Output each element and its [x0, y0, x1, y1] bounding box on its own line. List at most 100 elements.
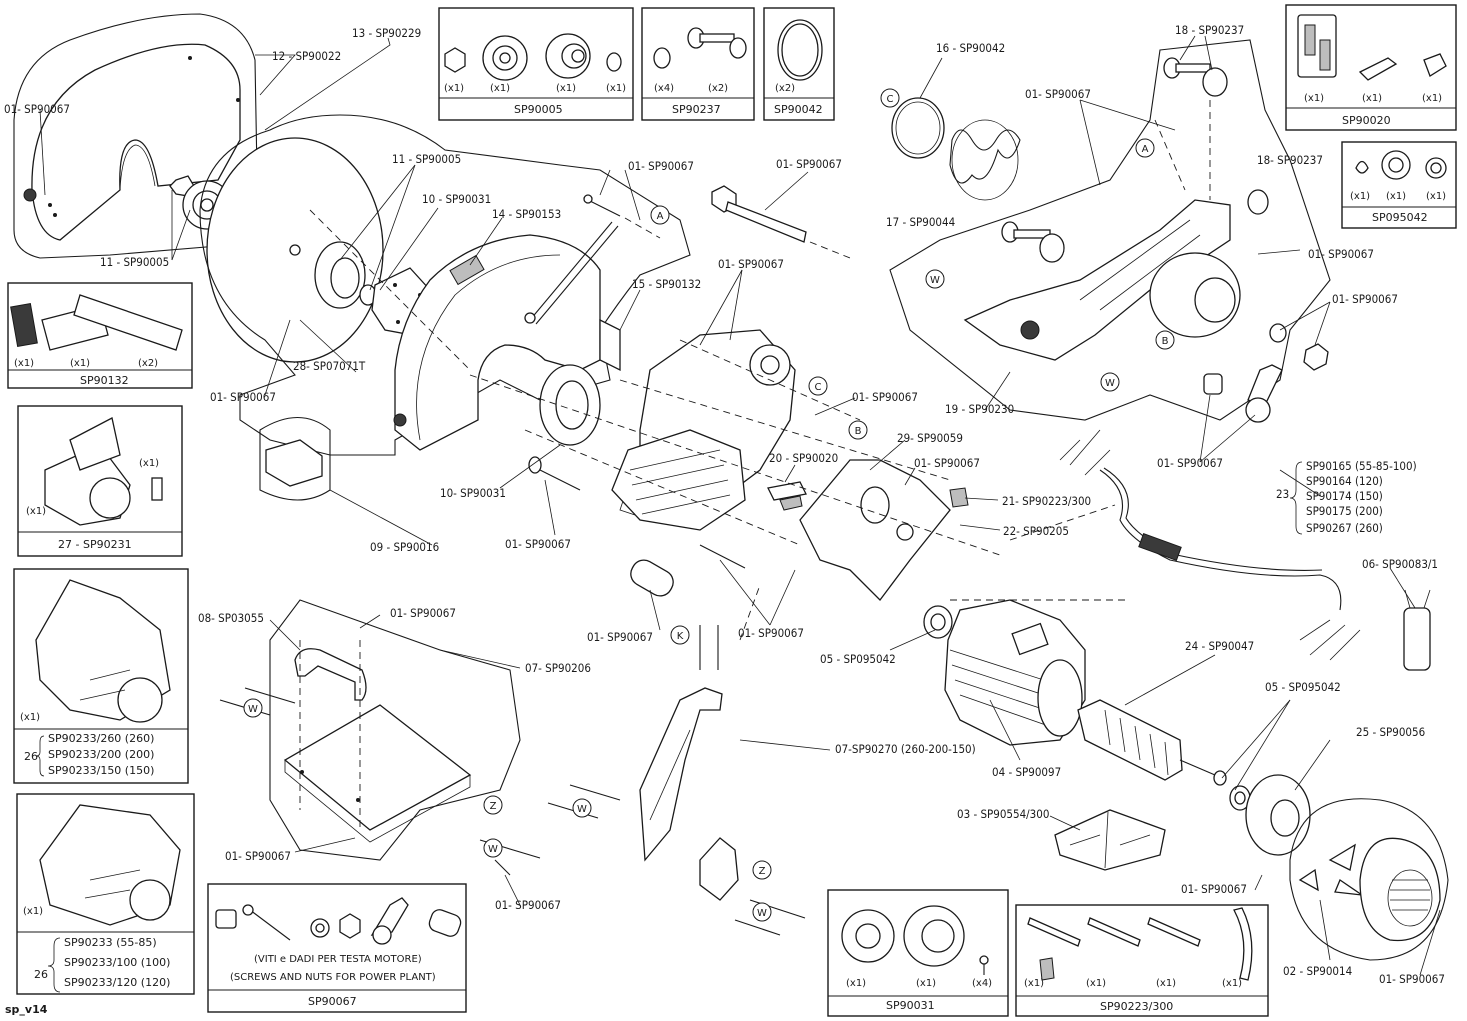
- flange-and-washer-11-10: [314, 241, 433, 336]
- label-07a: 07- SP90206: [525, 661, 591, 675]
- qty-label: (x1): [1024, 978, 1044, 989]
- label-05b: 05 - SP095042: [1265, 680, 1341, 694]
- kit-note-en: (SCREWS AND NUTS FOR POWER PLANT): [230, 972, 436, 983]
- leader-lines: [39, 35, 1441, 976]
- callout-labels: 01- SP90067 12 - SP90022 13 - SP90229 11…: [4, 23, 1445, 986]
- kit-note-it: (VITI e DADI PER TESTA MOTORE): [254, 954, 422, 965]
- page-label: sp_v14: [5, 1003, 48, 1016]
- svg-text:W: W: [248, 704, 258, 715]
- switch-20: [767, 481, 807, 511]
- circle-letter-W4: W: [483, 838, 503, 858]
- kit-box-sp90005: [438, 7, 634, 121]
- manual-03: [1054, 809, 1166, 871]
- label-01-right-nut: 01- SP90067: [1332, 292, 1398, 306]
- label-01-cover: 01- SP90067: [1379, 972, 1445, 986]
- motor-04: [944, 599, 1086, 746]
- circle-letter-K: K: [670, 625, 690, 645]
- rotor-24: [1077, 699, 1227, 786]
- label-21: 21- SP90223/300: [1002, 494, 1091, 508]
- svg-text:Z: Z: [490, 801, 497, 812]
- kit-code-sp90042: SP90042: [774, 103, 823, 116]
- qty-label: (x1): [20, 712, 40, 723]
- label-16: 16 - SP90042: [936, 41, 1005, 55]
- label-23-item: SP90175 (200): [1306, 504, 1383, 518]
- label-01-handle: 01- SP90067: [390, 606, 456, 620]
- label-23-item: SP90164 (120): [1306, 474, 1383, 488]
- circle-letter-B2: B: [1155, 330, 1175, 350]
- cover-plate-29: [799, 459, 951, 601]
- kit-line: SP90233/100 (100): [64, 956, 170, 969]
- blade-guard-12: [23, 43, 241, 241]
- kit-box-sp90233-small: [16, 793, 195, 995]
- kit-box-sp90132: [7, 282, 193, 389]
- qty-label: (x2): [708, 83, 728, 94]
- kit-box-sp90067: [207, 883, 467, 1013]
- svg-text:W: W: [930, 275, 940, 286]
- qty-label: (x1): [556, 83, 576, 94]
- label-03: 03 - SP90554/300: [957, 807, 1049, 821]
- label-23: 23: [1276, 487, 1289, 501]
- label-18a: 18 - SP90237: [1175, 23, 1244, 37]
- bearing-05-left: [923, 605, 953, 639]
- label-04: 04 - SP90097: [992, 765, 1061, 779]
- qty-label: (x1): [1350, 191, 1370, 202]
- qty-label: (x1): [1086, 978, 1106, 989]
- ring-16: [891, 97, 945, 159]
- label-01-right-mid: 01- SP90067: [1308, 247, 1374, 261]
- label-10a: 10 - SP90031: [422, 192, 491, 206]
- label-24: 24 - SP90047: [1185, 639, 1254, 653]
- qty-label: (x2): [138, 358, 158, 369]
- kit-box-sp90042: [763, 7, 835, 121]
- circle-letter-Z1: Z: [483, 795, 503, 815]
- circle-letter-A1: A: [650, 205, 670, 225]
- bracket-07b: [639, 687, 739, 901]
- label-15: 15 - SP90132: [632, 277, 701, 291]
- bracket-21: [949, 487, 969, 508]
- label-23-item: SP90174 (150): [1306, 489, 1383, 503]
- label-01-guard: 01- SP90067: [210, 390, 276, 404]
- qty-label: (x1): [490, 83, 510, 94]
- label-01-fan: 01- SP90067: [1181, 882, 1247, 896]
- bearing-ring-10: [539, 364, 601, 446]
- kit-num-26b: 26: [34, 968, 48, 981]
- blade-guard-body: [393, 234, 621, 451]
- kit-code-sp095042: SP095042: [1372, 211, 1428, 224]
- svg-text:A: A: [657, 211, 664, 222]
- qty-label: (x1): [70, 358, 90, 369]
- kit-box-sp90031: [827, 889, 1009, 1017]
- label-01-arrowA: 01- SP90067: [628, 159, 694, 173]
- arm-19: [963, 199, 1241, 361]
- spring-rod-14: [524, 221, 619, 325]
- kit-code-sp90223: SP90223/300: [1100, 1000, 1173, 1013]
- kit-code-sp90031: SP90031: [886, 999, 935, 1012]
- label-19: 19 - SP90230: [945, 402, 1014, 416]
- qty-label: (x2): [775, 83, 795, 94]
- bearing-05-right: [1229, 785, 1251, 811]
- label-01-rod: 01- SP90067: [776, 157, 842, 171]
- kit-box-sp90233-large: [13, 568, 189, 784]
- label-01-top-left: 01- SP90067: [4, 102, 70, 116]
- kit-code-sp90005: SP90005: [514, 103, 563, 116]
- svg-text:B: B: [1162, 336, 1169, 347]
- kit-line: SP90233/260 (260): [48, 732, 154, 745]
- svg-text:W: W: [1105, 378, 1115, 389]
- circle-letter-W1: W: [925, 269, 945, 289]
- label-12: 12 - SP90022: [272, 49, 341, 63]
- qty-label: (x1): [846, 978, 866, 989]
- kit-texts: (x1) (x1) (x1) (x1) SP90005 (x4) (x2) SP…: [14, 83, 1446, 1013]
- label-01-bolt: 01- SP90067: [505, 537, 571, 551]
- qty-label: (x1): [1386, 191, 1406, 202]
- label-22: 22- SP90205: [1003, 524, 1069, 538]
- circle-letter-C2: C: [808, 376, 828, 396]
- svg-text:C: C: [815, 382, 822, 393]
- qty-label: (x4): [654, 83, 674, 94]
- handle-08: [294, 648, 367, 701]
- label-23-variants: SP90165 (55-85-100) SP90164 (120) SP9017…: [1289, 459, 1417, 535]
- qty-label: (x1): [139, 458, 159, 469]
- qty-label: (x1): [26, 506, 46, 517]
- label-01-base: 01- SP90067: [225, 849, 291, 863]
- end-bell-25: [1245, 774, 1311, 856]
- circle-letter-B1: B: [848, 420, 868, 440]
- kit-code-sp90067: SP90067: [308, 995, 357, 1008]
